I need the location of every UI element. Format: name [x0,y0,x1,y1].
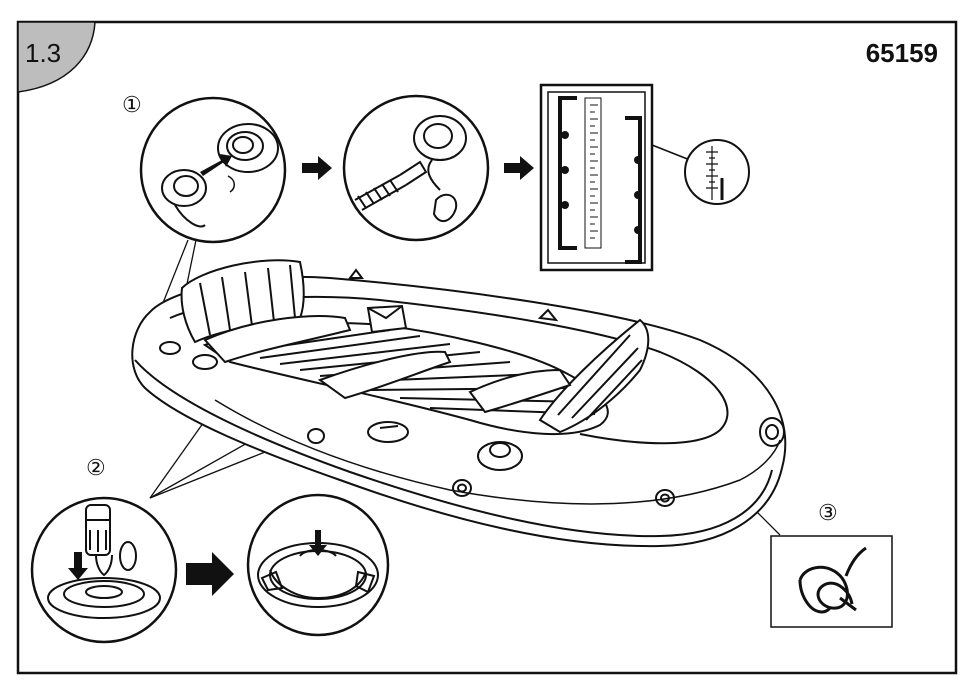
valve-cap-icon [161,123,279,228]
arrow-right-icon [68,552,88,580]
air-pump-hose-icon [354,115,467,223]
arrow-right-icon [200,154,232,176]
step-2-label: ② [86,455,106,480]
arrow-right-icon [186,552,234,596]
section-number: 1.3 [25,38,61,68]
inflation-detail [342,94,490,242]
boat-valve-detail [30,496,178,644]
step-1-label: ① [122,92,142,117]
step-3-label: ③ [818,500,838,525]
rope-detail [770,535,893,628]
arrow-right-icon [309,530,327,556]
arrow-right-icon [302,156,332,180]
section-tab [17,21,96,93]
pressure-gauge-panel [539,83,691,272]
rope-coil-icon [798,546,867,614]
boat-valve-icon [47,504,161,619]
inflatable-boat [131,259,787,548]
gauge-scale [590,104,598,239]
model-number: 65159 [866,38,938,68]
valve-closed-detail [246,493,390,637]
arrow-right-icon [504,156,534,180]
pressure-gauge-icon [684,139,750,205]
valve-cap-detail [139,96,287,244]
